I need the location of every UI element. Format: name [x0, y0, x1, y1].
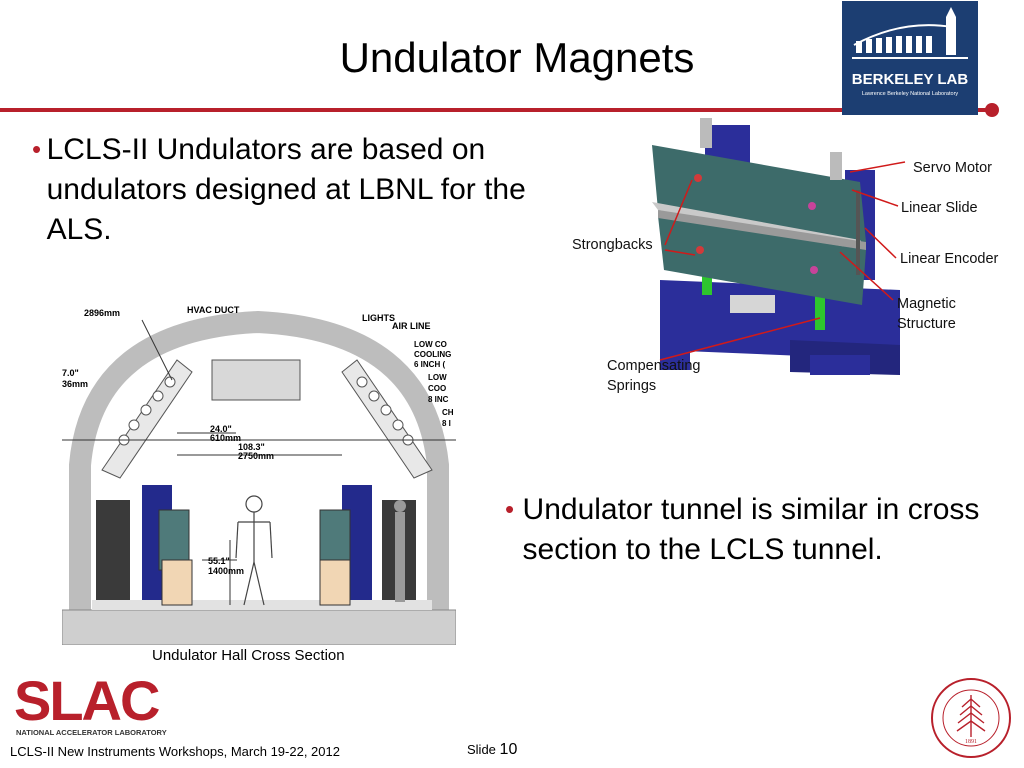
dim-width1-mm: 610mm: [210, 433, 242, 443]
dim-height-mm: 1400mm: [208, 566, 245, 576]
dim-left-in: 7.0": [62, 368, 79, 378]
undulator-drawing: [652, 118, 906, 375]
label-linear-slide: Linear Slide: [901, 200, 978, 216]
label-ch: CH: [442, 408, 454, 417]
dim-left-mm: 36mm: [62, 379, 89, 389]
label-8-inc: 8 INC: [428, 395, 449, 404]
label-springs: Springs: [607, 378, 657, 394]
slide-number: 10: [499, 741, 518, 758]
encoder-bar: [856, 190, 860, 275]
label-linear-encoder: Linear Encoder: [900, 251, 999, 267]
figure-caption: Undulator Hall Cross Section: [152, 647, 345, 664]
label-8-i: 8 I: [442, 419, 451, 428]
spring-right: [815, 290, 825, 330]
bullet-text: LCLS-II Undulators are based on undulato…: [46, 133, 526, 246]
lbnl-subtitle: Lawrence Berkeley National Laboratory: [861, 91, 959, 97]
dim-height-in: 55.1": [208, 556, 230, 566]
seal-year: 1891: [965, 739, 977, 745]
label-low-co: LOW CO: [414, 340, 447, 349]
slide-label: Slide: [467, 742, 496, 757]
footer-event: LCLS-II New Instruments Workshops, March…: [10, 744, 340, 759]
slide-title: Undulator Magnets: [339, 34, 695, 81]
label-coo: COO: [428, 384, 447, 393]
label-6-inch: 6 INCH (: [414, 360, 446, 369]
label-low: LOW: [428, 373, 447, 382]
footer-slide: Slide 10: [467, 741, 517, 759]
label-lights: LIGHTS: [362, 313, 395, 323]
strongback-beams: [652, 145, 866, 305]
dim-width2-in: 108.3": [238, 442, 265, 452]
servo-motor-left: [700, 118, 712, 148]
dim-top-mm: 2896mm: [84, 308, 121, 318]
stanford-seal: 1891: [930, 677, 1012, 759]
slac-wordmark: SLAC: [14, 669, 160, 732]
bullet-marker: •: [32, 134, 42, 164]
divider-end-dot: [985, 103, 999, 117]
dim-width1-in: 24.0": [210, 424, 232, 434]
servo-motor-right: [830, 152, 842, 180]
slac-logo: SLAC NATIONAL ACCELERATOR LABORATORY: [14, 669, 194, 742]
label-servo-motor: Servo Motor: [913, 160, 992, 176]
label-cooling: COOLING: [414, 350, 452, 359]
label-air-line: AIR LINE: [392, 321, 431, 331]
hall-cross-section: 2896mm HVAC DUCT LIGHTS AIR LINE LOW CO …: [62, 300, 456, 645]
label-structure: Structure: [897, 316, 956, 332]
label-strongbacks: Strongbacks: [572, 237, 653, 253]
hall-cross-section-drawing: [62, 310, 456, 645]
berkeley-lab-logo: BERKELEY LAB Lawrence Berkeley National …: [842, 1, 978, 115]
slac-subtitle: NATIONAL ACCELERATOR LABORATORY: [16, 728, 167, 737]
stanford-seal-art: [931, 678, 1011, 758]
title-divider: [0, 108, 992, 112]
label-magnetic: Magnetic: [897, 296, 956, 312]
dim-width2-mm: 2750mm: [238, 451, 275, 461]
lbnl-name: BERKELEY LAB: [851, 71, 969, 88]
bullet-item: • LCLS-II Undulators are based on undula…: [32, 130, 532, 250]
label-compensating: Compensating: [607, 358, 701, 374]
bullet-marker: •: [505, 494, 515, 524]
berkeley-lab-logo-art: [842, 1, 978, 115]
bullet-item: • Undulator tunnel is similar in cross s…: [505, 490, 1005, 570]
label-hvac-duct: HVAC DUCT: [187, 305, 240, 315]
bullet-text: Undulator tunnel is similar in cross sec…: [522, 493, 980, 566]
